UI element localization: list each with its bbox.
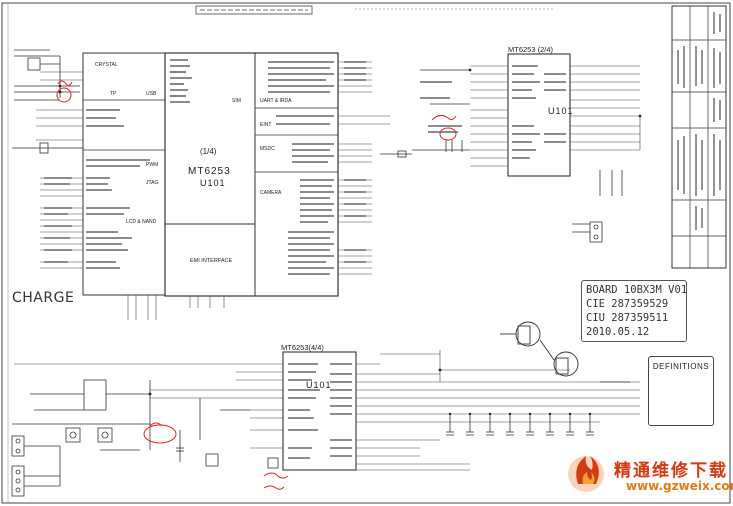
- ic1-pins: [36, 61, 390, 320]
- block-pwm: PWM: [146, 162, 158, 168]
- ic4-ref: U101: [306, 380, 332, 390]
- block-emi: EMI INTERFACE: [190, 258, 233, 264]
- title-block: [671, 5, 727, 269]
- power-circuit-left: [12, 379, 279, 469]
- top-net-labels: [195, 5, 555, 15]
- crystal-circuit: [12, 49, 83, 154]
- block-lcd-nand: LCD & NAND: [126, 219, 157, 225]
- block-usb: USB: [146, 91, 157, 97]
- watermark-text: 精通维修下载: [614, 461, 728, 481]
- pin-text-texture: [44, 59, 366, 275]
- board-date: 2010.05.12: [586, 326, 650, 338]
- red-annotations: [56, 80, 457, 490]
- capacitor-bank: [446, 381, 630, 436]
- ic1-name: MT6253: [188, 166, 231, 177]
- watermark-url: www.gzweix.com: [626, 479, 733, 493]
- logo-mark: [568, 456, 604, 492]
- board-revision: BOARD 10BX3M V01: [586, 284, 688, 296]
- block-jtag: JTAG: [146, 180, 159, 186]
- charge-label: CHARGE: [12, 290, 75, 306]
- junction-dots: [58, 68, 642, 416]
- ic-mt6253-part2: MT6253 (2/4) U101: [420, 45, 641, 177]
- connector-bottom-left: [11, 435, 61, 497]
- ic4-header: MT6253(4/4): [281, 343, 324, 352]
- ic1-fraction: (1/4): [200, 147, 217, 156]
- definitions-title: DEFINITIONS: [652, 362, 710, 371]
- block-sim: SIM: [232, 98, 241, 104]
- ciu-number: CIU 287359511: [586, 312, 669, 324]
- block-uart-irda: UART & IRDA: [260, 98, 292, 104]
- connector-right: [572, 221, 603, 243]
- board-info-box: BOARD 10BX3M V01 CIE 287359529 CIU 28735…: [581, 280, 687, 342]
- block-msdc: MSDC: [260, 146, 275, 152]
- passives-part2: [380, 69, 623, 196]
- ic2-ref: U101: [548, 106, 574, 116]
- block-eint: EINT: [260, 122, 271, 128]
- watermark-logo: 精通维修下载 www.gzweix.com: [566, 452, 733, 500]
- block-crystal: CRYSTAL: [95, 62, 118, 68]
- ic2-header: MT6253 (2/4): [508, 45, 554, 54]
- ic-mt6253-part1: (1/4) MT6253 U101 CRYSTAL TP USB SIM UAR…: [82, 52, 339, 297]
- ic-mt6253-part4: MT6253(4/4) U101: [14, 343, 640, 471]
- block-tp: TP: [110, 91, 117, 97]
- definitions-box: DEFINITIONS: [648, 356, 714, 426]
- vibrator-components: [500, 321, 579, 377]
- ic1-ref: U101: [200, 178, 226, 188]
- cie-number: CIE 287359529: [586, 298, 669, 310]
- block-camera: CAMERA: [260, 190, 282, 196]
